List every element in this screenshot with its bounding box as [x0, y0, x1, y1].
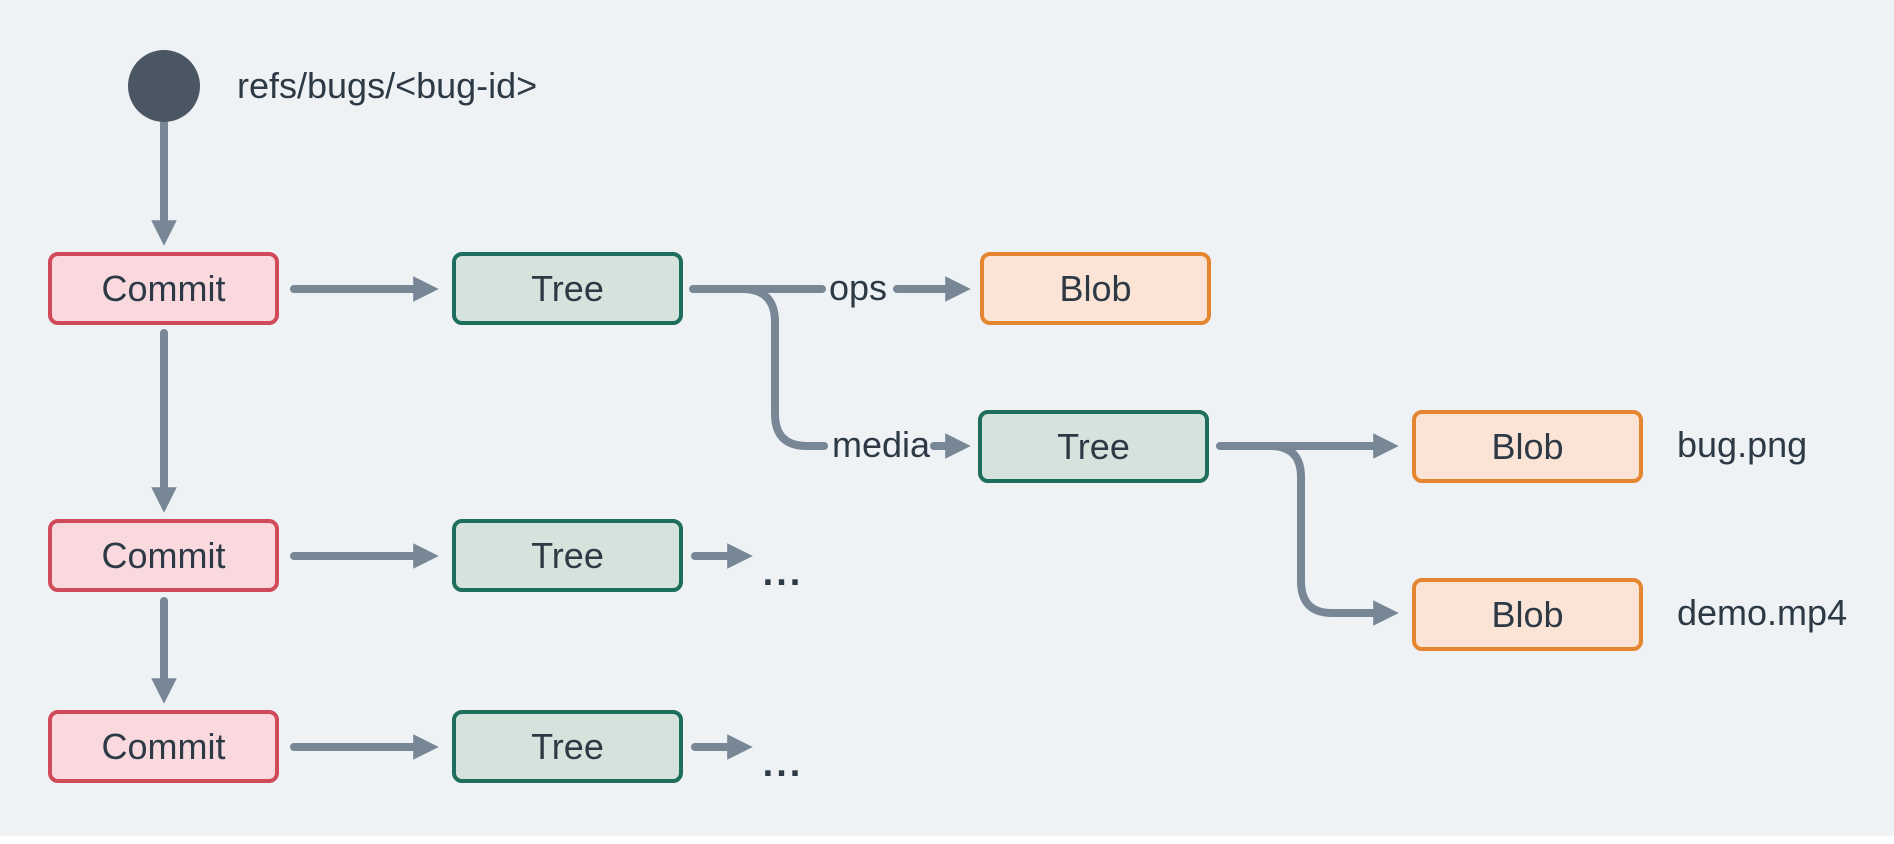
ref-label: refs/bugs/<bug-id>: [237, 65, 538, 107]
edge-tree1-media-segment: [738, 285, 828, 450]
bottom-page-edge: [0, 836, 1894, 844]
tree-node-root-2: Tree: [452, 519, 683, 592]
tree-node-root-1: Tree: [452, 252, 683, 325]
file-label-demo-mp4: demo.mp4: [1677, 592, 1848, 634]
ellipsis-row-2: ...: [762, 552, 804, 594]
tree-node-media: Tree: [978, 410, 1209, 483]
edge-treemedia-blobdemo: [1266, 442, 1399, 626]
commit-node-1: Commit: [48, 252, 279, 325]
blob-node-ops: Blob: [980, 252, 1211, 325]
ellipsis-row-3: ...: [762, 743, 804, 785]
commit-node-2: Commit: [48, 519, 279, 592]
edge-label-media: media: [831, 424, 931, 466]
edge-label-ops: ops: [828, 267, 888, 309]
file-label-bug-png: bug.png: [1677, 424, 1808, 466]
blob-node-bug: Blob: [1412, 410, 1643, 483]
tree-node-root-3: Tree: [452, 710, 683, 783]
ref-circle: [128, 50, 200, 122]
commit-node-3: Commit: [48, 710, 279, 783]
blob-node-demo: Blob: [1412, 578, 1643, 651]
